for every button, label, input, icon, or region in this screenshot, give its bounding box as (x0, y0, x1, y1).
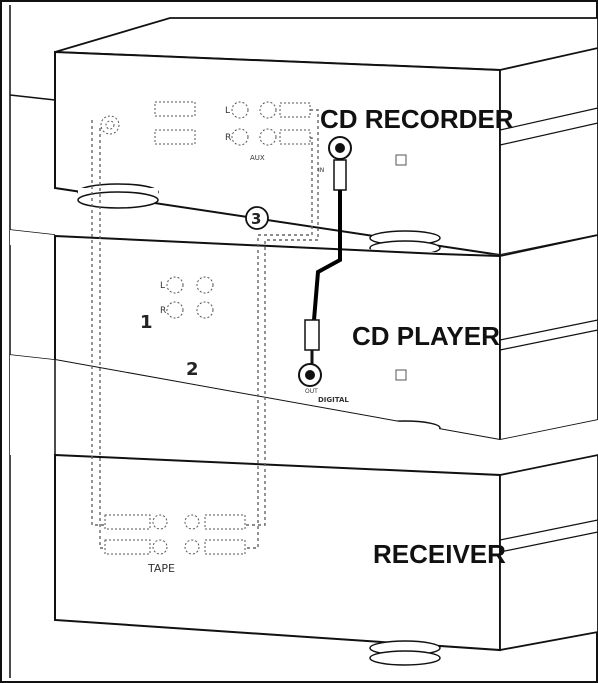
recorder-r-label: R (225, 133, 231, 143)
recorder-digital-label: IN (318, 167, 324, 174)
digital-cable (304, 159, 347, 364)
callout-3-circle (245, 206, 269, 230)
player-digital-label: DIGITAL (318, 396, 349, 404)
receiver-device: RECEIVER TAPE (54, 453, 598, 666)
callout-1: 1 (140, 312, 153, 333)
callout-2: 2 (186, 359, 199, 380)
callout-3: 3 (251, 210, 261, 228)
recorder-aux-label: AUX (250, 154, 265, 162)
player-analog-jacks (166, 276, 214, 319)
receiver-side (499, 454, 598, 652)
receiver-tape-jacks (104, 514, 246, 555)
receiver-tape-label: TAPE (147, 562, 175, 575)
cable-plug-top (333, 159, 347, 191)
analog-cables (91, 109, 319, 549)
cd-recorder-device: CD RECORDER L R AUX IN (54, 17, 598, 257)
cd-player-label: CD PLAYER (352, 321, 500, 351)
jack-center (335, 143, 345, 153)
player-r-label: R (160, 306, 166, 316)
recorder-l-label: L (225, 106, 230, 116)
player-optical-port (395, 369, 407, 381)
shelf-middle (10, 355, 598, 475)
recorder-optical-port (395, 154, 407, 166)
player-l-label: L (160, 281, 165, 291)
jack-center (305, 370, 315, 380)
receiver-label: RECEIVER (373, 539, 506, 569)
cable-plug-bottom (304, 319, 320, 351)
cd-recorder-side (499, 47, 598, 257)
cd-player-side (499, 234, 598, 442)
cd-recorder-label: CD RECORDER (320, 104, 514, 134)
player-out-label: OUT (305, 388, 318, 395)
